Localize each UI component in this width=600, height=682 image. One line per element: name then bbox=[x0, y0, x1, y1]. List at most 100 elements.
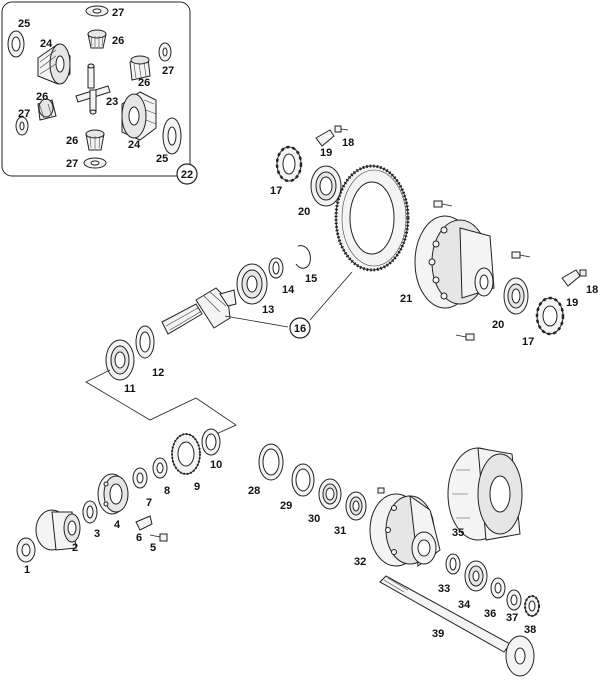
callout-30: 30 bbox=[308, 513, 320, 525]
carrier-bolt-top bbox=[433, 200, 453, 208]
ring-gear-assembly bbox=[334, 164, 531, 341]
bearing-adjuster-17-top bbox=[275, 145, 303, 183]
callout-28: 28 bbox=[248, 485, 260, 497]
companion-flange-2 bbox=[35, 509, 81, 551]
callout-2: 2 bbox=[72, 542, 78, 554]
washer-27-right bbox=[158, 42, 172, 62]
seal-33 bbox=[445, 553, 461, 575]
callout-27-bottom: 27 bbox=[66, 158, 78, 170]
ring-10 bbox=[201, 428, 221, 456]
drive-pinion-shaft bbox=[161, 287, 237, 335]
ring-29 bbox=[291, 463, 315, 497]
callout-33: 33 bbox=[438, 583, 450, 595]
bearing-30 bbox=[318, 478, 342, 510]
assembly-bracket bbox=[85, 369, 237, 437]
callout-20-top: 20 bbox=[298, 206, 310, 218]
callout-26-right: 26 bbox=[138, 77, 150, 89]
callout-20-right: 20 bbox=[492, 319, 504, 331]
callout-14: 14 bbox=[282, 284, 295, 296]
callout-37: 37 bbox=[506, 612, 518, 624]
carrier-bolt-bottom bbox=[455, 333, 475, 341]
pinion-bearing-11 bbox=[105, 339, 135, 381]
thrust-washer-25-bottom bbox=[162, 117, 182, 155]
callout-8: 8 bbox=[164, 485, 170, 497]
callout-25-top: 25 bbox=[18, 18, 30, 30]
nut-37 bbox=[506, 589, 522, 611]
callout-24-bottom: 24 bbox=[128, 139, 141, 151]
callout-12: 12 bbox=[152, 367, 164, 379]
callout-17-top: 17 bbox=[270, 185, 282, 197]
callout-32: 32 bbox=[354, 556, 366, 568]
callout-18-right: 18 bbox=[586, 284, 598, 296]
lock-bolt-18-top bbox=[334, 125, 349, 133]
callout-27-right: 27 bbox=[162, 65, 174, 77]
shim-7 bbox=[132, 467, 148, 489]
pinion-gear-26-right bbox=[129, 55, 151, 81]
axle-shaft-39 bbox=[379, 575, 535, 677]
bearing-cage-4 bbox=[97, 473, 129, 515]
callout-24-top: 24 bbox=[40, 38, 53, 50]
callout-39: 39 bbox=[432, 628, 444, 640]
callout-34: 34 bbox=[458, 599, 471, 611]
bearing-34 bbox=[464, 560, 488, 592]
differential-carrier-21 bbox=[414, 215, 495, 309]
inset-differential-gears bbox=[1, 1, 191, 177]
lock-bolt-18-right bbox=[579, 269, 587, 277]
carrier-bearing-20-top bbox=[310, 165, 342, 207]
svg-text:16: 16 bbox=[294, 323, 306, 335]
shim-12 bbox=[135, 325, 155, 359]
stud-bolt bbox=[377, 487, 385, 494]
lock-tab-6 bbox=[135, 515, 153, 531]
callout-26-left: 26 bbox=[36, 91, 48, 103]
callout-29: 29 bbox=[280, 500, 292, 512]
seal-28 bbox=[258, 443, 284, 481]
callout-35: 35 bbox=[452, 527, 464, 539]
washer-36 bbox=[490, 577, 506, 599]
gear-ring-9 bbox=[171, 433, 201, 475]
ring-8 bbox=[152, 457, 168, 479]
lock-washer-38 bbox=[524, 595, 540, 617]
callout-4: 4 bbox=[114, 519, 121, 531]
callout-17-right: 17 bbox=[522, 336, 534, 348]
side-gear-24-top bbox=[37, 43, 71, 85]
circlip-15 bbox=[295, 245, 311, 269]
carrier-bearing-20-right bbox=[503, 277, 529, 315]
callout-19-top: 19 bbox=[320, 147, 332, 159]
bolt-5 bbox=[149, 533, 168, 542]
pinion-gear-26-bottom bbox=[85, 129, 105, 151]
callout-15: 15 bbox=[305, 273, 317, 285]
callout-16: 16 bbox=[289, 317, 311, 339]
wheel-hub-32 bbox=[369, 493, 441, 567]
spacer-ring-14 bbox=[268, 257, 284, 279]
pinion-gear-26-top bbox=[87, 29, 107, 49]
brake-drum-35 bbox=[447, 447, 523, 541]
lock-plate-19-right bbox=[561, 269, 581, 287]
washer-27-top bbox=[85, 5, 109, 17]
callout-36: 36 bbox=[484, 608, 496, 620]
side-gear-24-bottom bbox=[121, 91, 157, 141]
callout-23: 23 bbox=[106, 96, 118, 108]
callout-1: 1 bbox=[24, 564, 30, 576]
pinion-bearing-13 bbox=[236, 263, 268, 305]
pinion-gear-26-left bbox=[37, 98, 57, 121]
ring-gear bbox=[334, 164, 410, 272]
callout-18-top: 18 bbox=[342, 137, 354, 149]
callout-7: 7 bbox=[146, 497, 152, 509]
svg-text:22: 22 bbox=[181, 169, 193, 181]
washer-27-left bbox=[15, 116, 29, 136]
callout-9: 9 bbox=[194, 481, 200, 493]
lock-plate-19-top bbox=[315, 129, 335, 147]
callout-25-bottom: 25 bbox=[156, 153, 168, 165]
callout-5: 5 bbox=[150, 542, 156, 554]
seal-3 bbox=[82, 500, 98, 524]
callout-3: 3 bbox=[94, 528, 100, 540]
callout-21: 21 bbox=[400, 293, 412, 305]
callout-13: 13 bbox=[262, 304, 274, 316]
callout-26-top: 26 bbox=[112, 35, 124, 47]
callout-labels: 25 27 24 26 27 26 26 23 27 26 24 25 27 2… bbox=[18, 7, 598, 640]
callout-27-top: 27 bbox=[112, 7, 124, 19]
spider-cross-23 bbox=[75, 63, 111, 115]
callout-16-leaders bbox=[224, 271, 353, 328]
thrust-washer-25-top bbox=[7, 30, 25, 58]
